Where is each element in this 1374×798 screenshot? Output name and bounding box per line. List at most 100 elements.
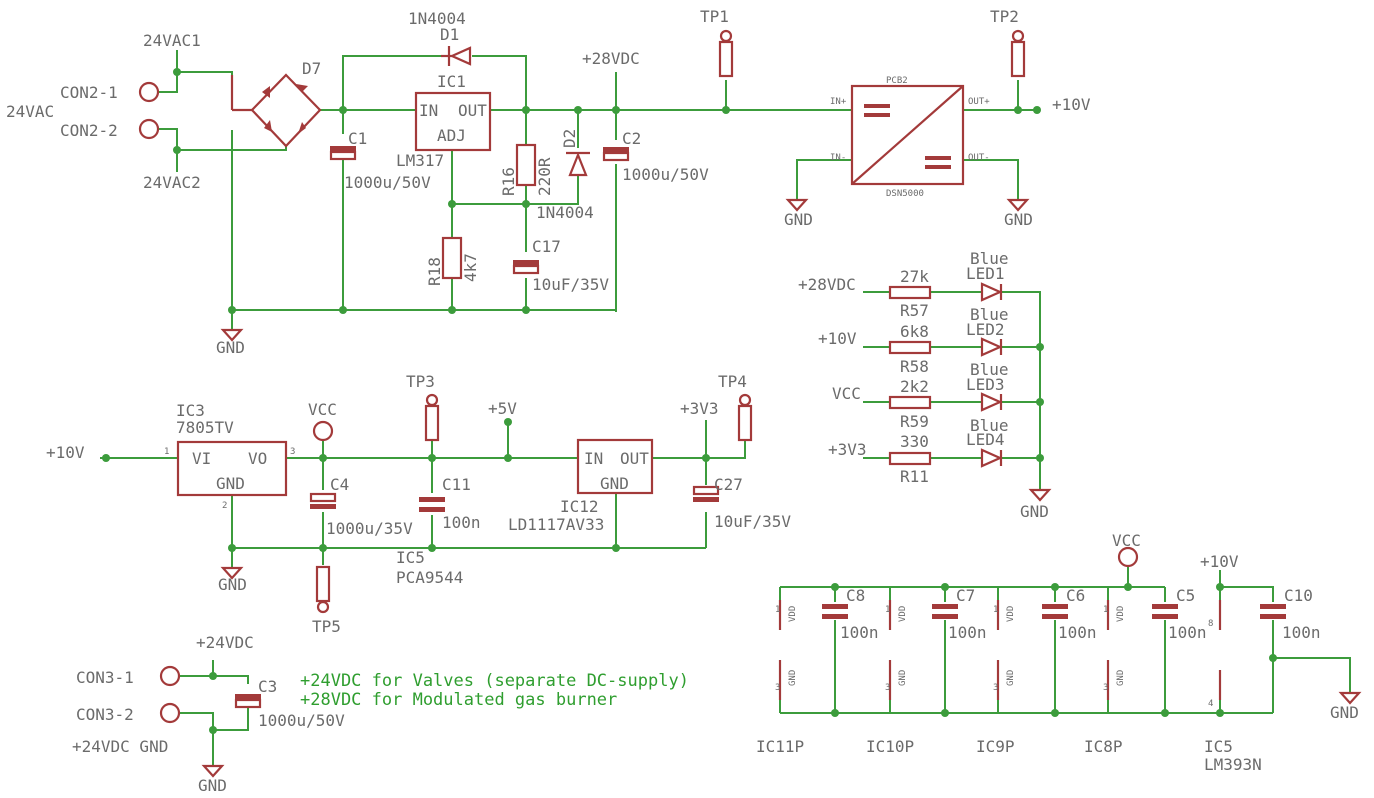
note-valves: +24VDC for Valves (separate DC-supply) (300, 671, 689, 691)
r57-value: 27k (900, 267, 929, 286)
c27-value: 10uF/35V (714, 512, 791, 531)
test-point-tp3 (424, 393, 440, 442)
tp2-label: TP2 (990, 7, 1019, 26)
pcb2-part: DSN5000 (886, 189, 924, 199)
con2-2-label: CON2-2 (60, 121, 118, 140)
ic3-vi-pin: VI (192, 449, 211, 468)
test-point-tp4 (737, 393, 753, 442)
c5-label: C5 (1176, 586, 1195, 605)
ic8p-label: IC8P (1084, 737, 1123, 756)
capacitor-c3 (234, 694, 262, 709)
resistor-r16 (515, 143, 537, 187)
c10-label: C10 (1284, 586, 1313, 605)
net-5v-label: +5V (488, 399, 517, 418)
tp5-label: TP5 (312, 617, 341, 636)
net-vcc-label-2: VCC (1112, 531, 1141, 550)
led3-label: LED3 (966, 375, 1005, 394)
tp1-label: TP1 (700, 7, 729, 26)
d1-label: D1 (440, 25, 459, 44)
c4-value: 1000u/35V (326, 519, 413, 538)
d2-label: D2 (560, 129, 579, 148)
ic11p-label: IC11P (756, 737, 804, 756)
c1-label: C1 (348, 129, 367, 148)
ic3-pin-3: 3 (290, 447, 295, 457)
ic5-lm-part: LM393N (1204, 755, 1262, 774)
net-3v3-label: +3V3 (680, 399, 719, 418)
bridge-rectifier-d7 (230, 73, 322, 148)
led4-color: Blue (970, 416, 1009, 435)
d2-part: 1N4004 (536, 203, 594, 222)
vcc-symbols (312, 420, 1139, 568)
c3-label: C3 (258, 677, 277, 696)
con2-1-label: CON2-1 (60, 83, 118, 102)
gnd-label-1: GND (216, 338, 245, 357)
ic11p-pin3: 3 (775, 683, 780, 693)
r59-value: 2k2 (900, 377, 929, 396)
r57-label: R57 (900, 301, 929, 320)
net-28vdc-led-label: +28VDC (798, 275, 856, 294)
ic12-part: LD1117AV33 (508, 515, 604, 534)
ac-24vac2-label: 24VAC2 (143, 173, 201, 192)
gnd-label-3: GND (1004, 210, 1033, 229)
capacitor-c27 (692, 485, 720, 502)
capacitor-c4 (309, 492, 337, 509)
ic5-pin8: 8 (1208, 619, 1213, 629)
c2-value: 1000u/50V (622, 165, 709, 184)
leds (980, 282, 1003, 468)
c4-label: C4 (330, 475, 349, 494)
c17-label: C17 (532, 237, 561, 256)
capacitor-c11 (419, 497, 445, 512)
ic12-gnd-pin: GND (600, 474, 629, 493)
c1-value: 1000u/50V (344, 173, 431, 192)
ic3-part: 7805TV (176, 418, 234, 437)
ic1-out-pin: OUT (458, 101, 487, 120)
c7-label: C7 (956, 586, 975, 605)
c5-value: 100n (1168, 623, 1207, 642)
ac-24vac-label: 24VAC (6, 102, 54, 121)
r18-value: 4k7 (461, 253, 480, 282)
pcb2-in-p: IN+ (830, 97, 847, 107)
ic10p-gnd: GND (898, 670, 908, 686)
ic8p-gnd: GND (1116, 670, 1126, 686)
gnd-label-7: GND (1330, 703, 1359, 722)
ic8p-pin3: 3 (1103, 683, 1108, 693)
ic1-label: IC1 (437, 72, 466, 91)
capacitor-c17 (512, 260, 540, 275)
r59-label: R59 (900, 412, 929, 431)
c11-label: C11 (442, 475, 471, 494)
tp3-label: TP3 (406, 372, 435, 391)
c6-label: C6 (1066, 586, 1085, 605)
ic1-adj-pin: ADJ (437, 126, 466, 145)
ic8p-pin1: 1 (1103, 605, 1108, 615)
ic3-pin-2: 2 (222, 501, 227, 511)
dc-converter-pcb2 (850, 84, 965, 186)
c17-value: 10uF/35V (532, 275, 609, 294)
r16-value: 220R (535, 157, 554, 196)
ic5-pca-part: PCA9544 (396, 568, 463, 587)
ic5-lm-label: IC5 (1204, 737, 1233, 756)
decoupling-capacitors (822, 604, 1286, 619)
capacitor-c2 (602, 147, 630, 162)
test-point-tp5 (315, 565, 331, 614)
r18-label: R18 (425, 257, 444, 286)
ic10p-pin1: 1 (885, 605, 890, 615)
ic5-pca-label: IC5 (396, 548, 425, 567)
ic3-label: IC3 (176, 401, 205, 420)
ic11p-gnd: GND (788, 670, 798, 686)
pcb2-out-n: OUT- (968, 153, 990, 163)
ic1-in-pin: IN (419, 101, 438, 120)
led-resistors (888, 285, 932, 466)
ic9p-pin3: 3 (993, 683, 998, 693)
led1-color: Blue (970, 249, 1009, 268)
con2-connector (138, 81, 160, 140)
ic1-part: LM317 (396, 151, 444, 170)
ic12-in-pin: IN (584, 449, 603, 468)
r11-label: R11 (900, 467, 929, 486)
led1-label: LED1 (966, 264, 1005, 283)
r11-value: 330 (900, 432, 929, 451)
led4-label: LED4 (966, 430, 1005, 449)
ic12-out-pin: OUT (620, 449, 649, 468)
d1-part: 1N4004 (408, 9, 466, 28)
labels: CON2-1 CON2-2 24VAC 24VAC1 24VAC2 D7 C1 … (6, 7, 1359, 795)
